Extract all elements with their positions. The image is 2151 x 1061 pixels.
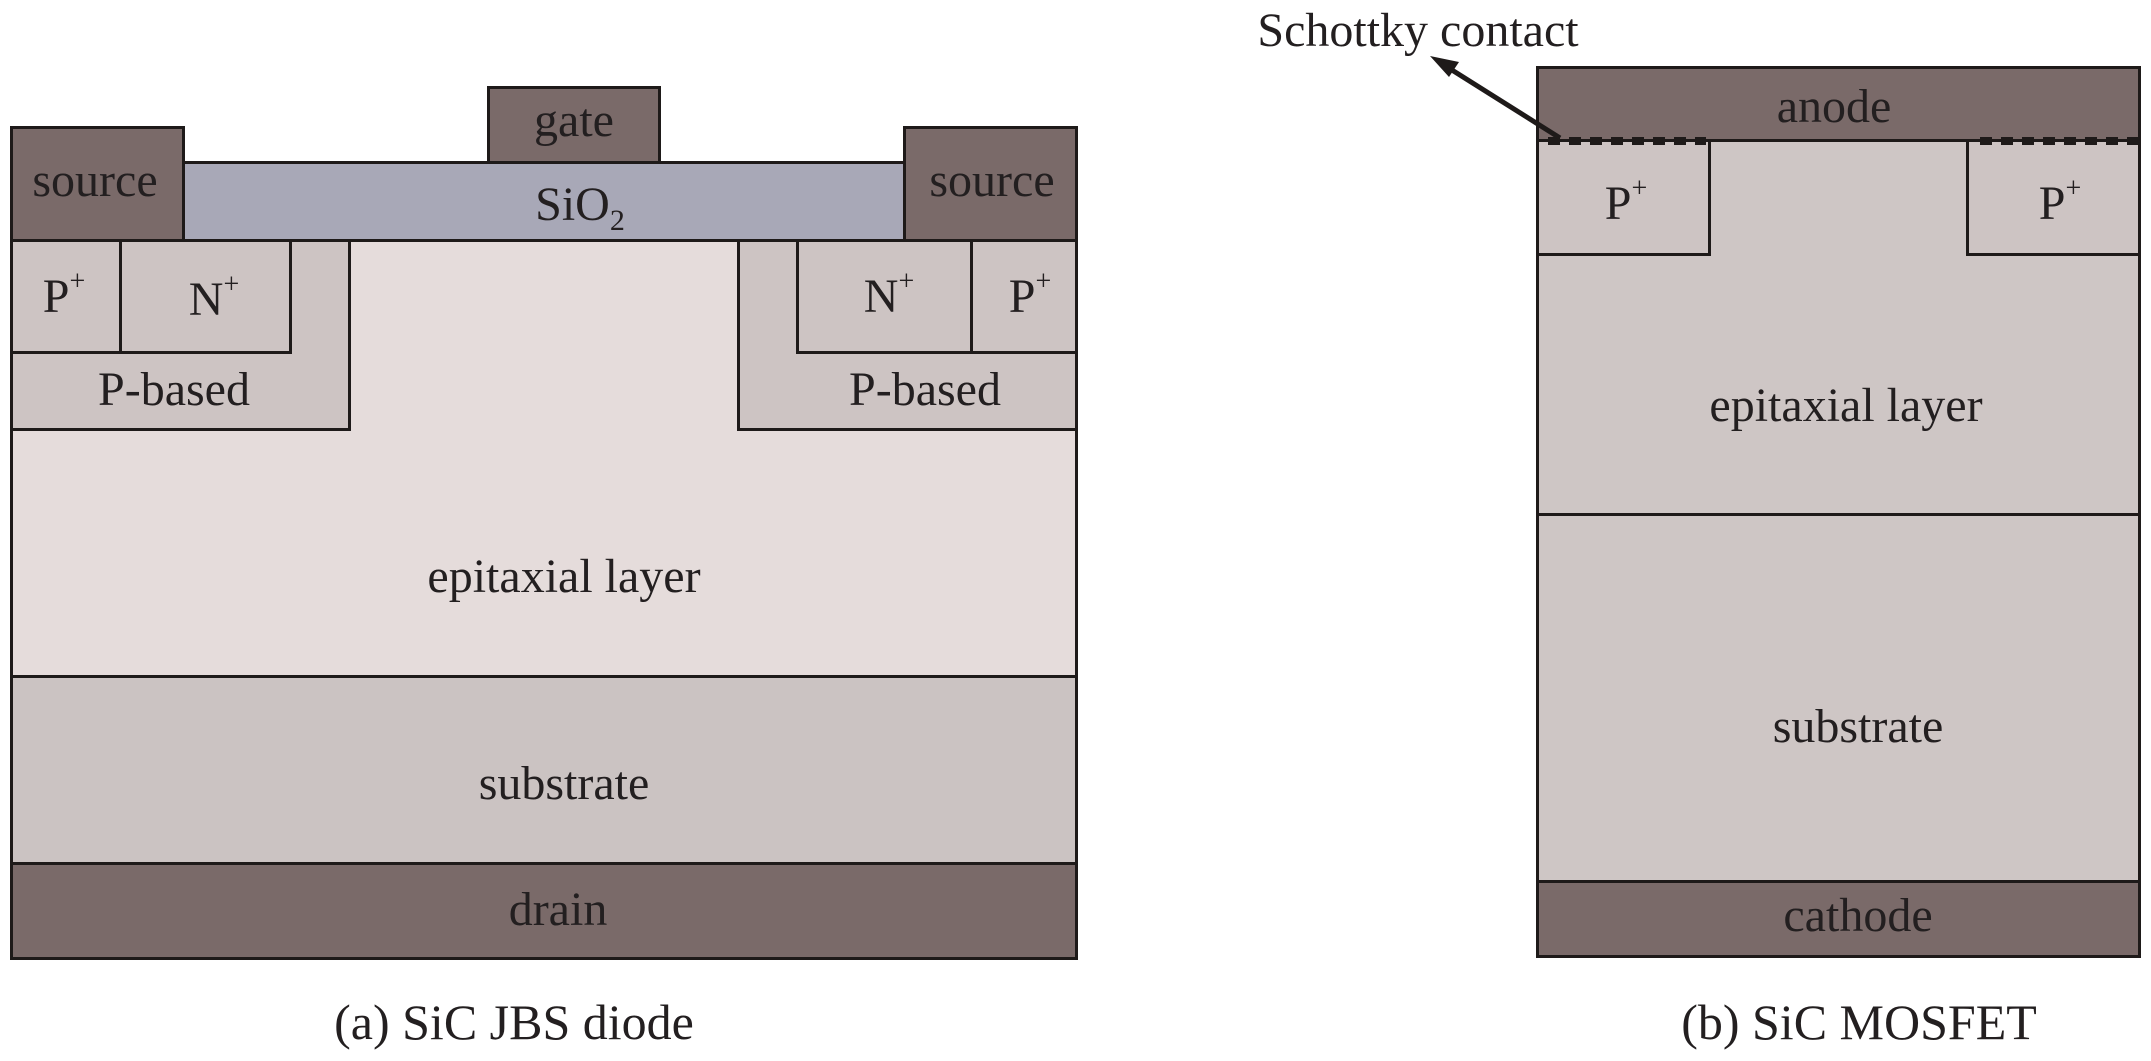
source-label-right: source	[929, 154, 1055, 207]
anode-label: anode	[1776, 80, 1892, 133]
p-plus-region-left-b	[1536, 139, 1711, 256]
p-plus-label-right: P+	[1008, 266, 1052, 323]
n-plus-region-left	[119, 239, 292, 354]
substrate-left	[10, 675, 1078, 865]
gate-label: gate	[534, 94, 614, 147]
p-plus-region-right	[970, 239, 1078, 354]
oxide-label: SiO2	[535, 178, 625, 237]
n-plus-label-left: N+	[188, 269, 240, 326]
drain-contact	[10, 862, 1078, 960]
epitaxial-label-right: epitaxial layer	[1709, 379, 1983, 432]
cathode-contact	[1536, 880, 2141, 958]
caption-right: (b) SiC MOSFET	[1681, 994, 2037, 1050]
cathode-label: cathode	[1783, 889, 1933, 942]
p-plus-label-left-b: P+	[1604, 173, 1648, 230]
substrate-right	[1536, 513, 2141, 883]
caption-left: (a) SiC JBS diode	[334, 994, 694, 1050]
epitaxial-label-left: epitaxial layer	[427, 550, 701, 603]
schottky-arrow-head	[1430, 56, 1459, 77]
n-plus-label-right: N+	[863, 266, 915, 323]
source-label-left: source	[32, 154, 158, 207]
anode-contact	[1536, 66, 2141, 142]
p-based-label-right: P-based	[849, 363, 1001, 416]
n-plus-region-right	[796, 239, 973, 354]
drain-label: drain	[508, 883, 608, 936]
p-based-label-left: P-based	[98, 363, 250, 416]
p-plus-region-left	[10, 239, 122, 354]
substrate-label-right: substrate	[1772, 700, 1944, 753]
schottky-arrow-line	[1442, 62, 1562, 141]
p-plus-label-right-b: P+	[2038, 173, 2082, 230]
p-plus-label-left: P+	[42, 266, 86, 323]
substrate-label-left: substrate	[478, 757, 650, 810]
oxide-layer	[182, 161, 906, 242]
schottky-contact-label: Schottky contact	[1257, 4, 1579, 57]
source-contact-left	[10, 126, 185, 242]
